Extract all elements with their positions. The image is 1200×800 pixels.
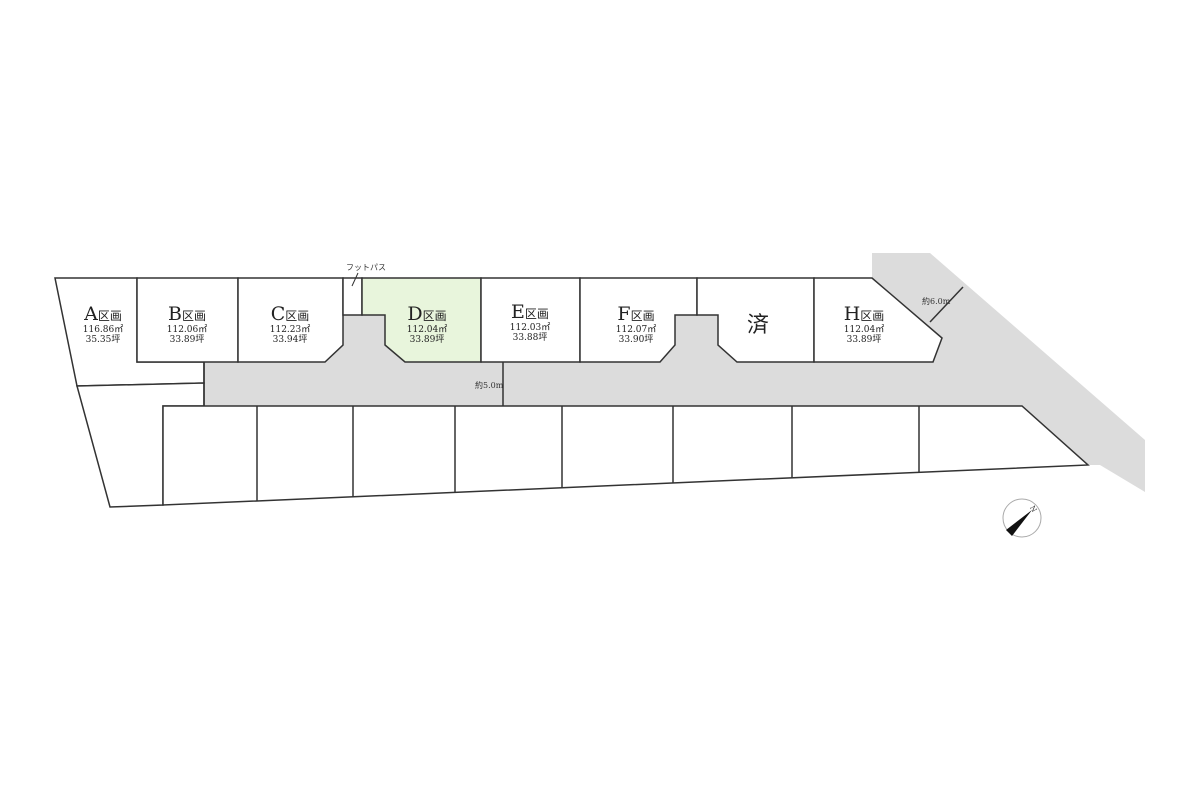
footpath-leader <box>351 272 359 287</box>
lower-lots <box>162 405 1090 506</box>
footpath <box>342 277 363 316</box>
lot-sold-label: 済 <box>746 313 770 338</box>
lower-lot-dividers <box>256 406 920 501</box>
side-road-width-label: 約6.0m <box>922 297 951 306</box>
road-width-label: 約5.0m <box>475 381 504 390</box>
north-arrow-icon <box>1002 498 1042 538</box>
lot-c[interactable] <box>237 277 344 363</box>
lot-h[interactable] <box>813 277 943 363</box>
side-road-width-marker <box>929 286 964 323</box>
footpath-label: フットパス <box>346 263 386 272</box>
road <box>204 253 1145 492</box>
